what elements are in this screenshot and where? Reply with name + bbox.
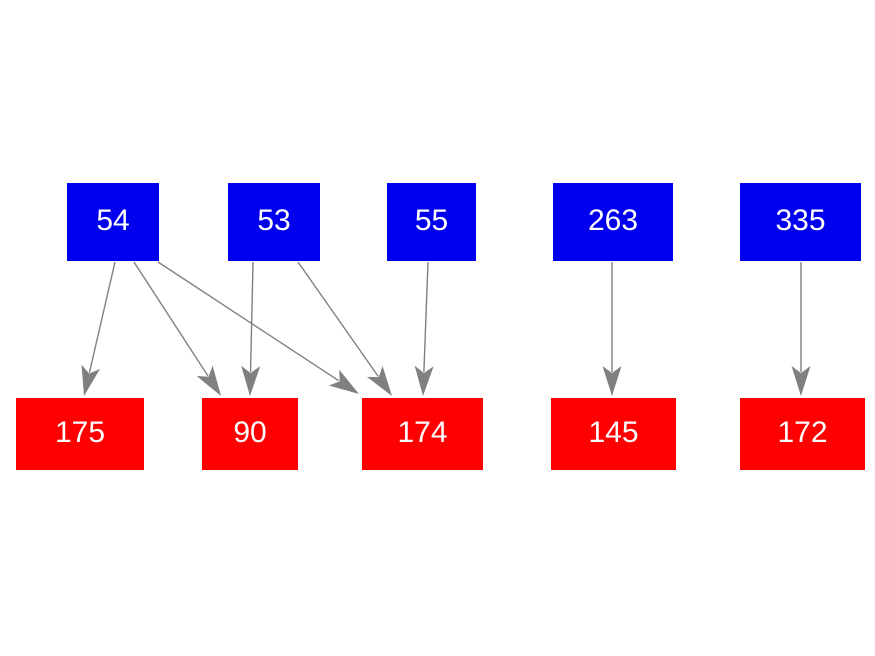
graph-node-label: 263 — [587, 204, 639, 237]
graph-node-54[interactable]: 54 — [67, 183, 159, 261]
graph-node-55[interactable]: 55 — [387, 183, 476, 261]
graph-node-label: 175 — [54, 416, 106, 449]
edge-line — [297, 261, 379, 377]
graph-node-label: 90 — [233, 416, 267, 449]
arrowhead — [602, 366, 622, 396]
graph-node-53[interactable]: 53 — [228, 183, 320, 261]
graph-node-335[interactable]: 335 — [740, 183, 861, 261]
graph-node-145[interactable]: 145 — [551, 398, 676, 470]
graph-node-label: 54 — [96, 204, 130, 237]
arrowhead — [414, 365, 434, 396]
graph-node-label: 55 — [414, 204, 449, 237]
graph-node-174[interactable]: 174 — [362, 398, 483, 470]
arrowhead — [81, 364, 101, 396]
edge-line — [157, 261, 340, 382]
graph-node-175[interactable]: 175 — [16, 398, 144, 470]
graph-node-label: 335 — [775, 204, 826, 237]
graph-node-90[interactable]: 90 — [202, 398, 298, 470]
graph-node-263[interactable]: 263 — [553, 183, 673, 261]
graph-node-label: 145 — [588, 416, 639, 449]
arrowhead — [328, 369, 359, 394]
edge-54-to-174 — [157, 261, 359, 394]
edge-line — [133, 261, 209, 377]
graph-node-label: 174 — [397, 416, 448, 449]
graph-node-label: 53 — [257, 204, 291, 237]
arrowhead — [196, 365, 221, 396]
edge-54-to-90 — [133, 261, 221, 396]
edge-53-to-174 — [297, 261, 392, 396]
edge-line — [249, 261, 254, 373]
edge-55-to-174 — [414, 261, 434, 396]
edge-54-to-175 — [81, 261, 116, 396]
edge-263-to-145 — [602, 262, 622, 396]
graph-node-label: 172 — [777, 416, 828, 449]
arrowhead — [791, 366, 811, 396]
edge-line — [423, 261, 429, 373]
arrowhead — [241, 365, 261, 396]
edge-53-to-90 — [241, 261, 261, 396]
edge-335-to-172 — [791, 262, 811, 396]
edge-line — [88, 261, 116, 373]
graph-node-172[interactable]: 172 — [740, 398, 865, 470]
arrowhead — [366, 365, 392, 396]
